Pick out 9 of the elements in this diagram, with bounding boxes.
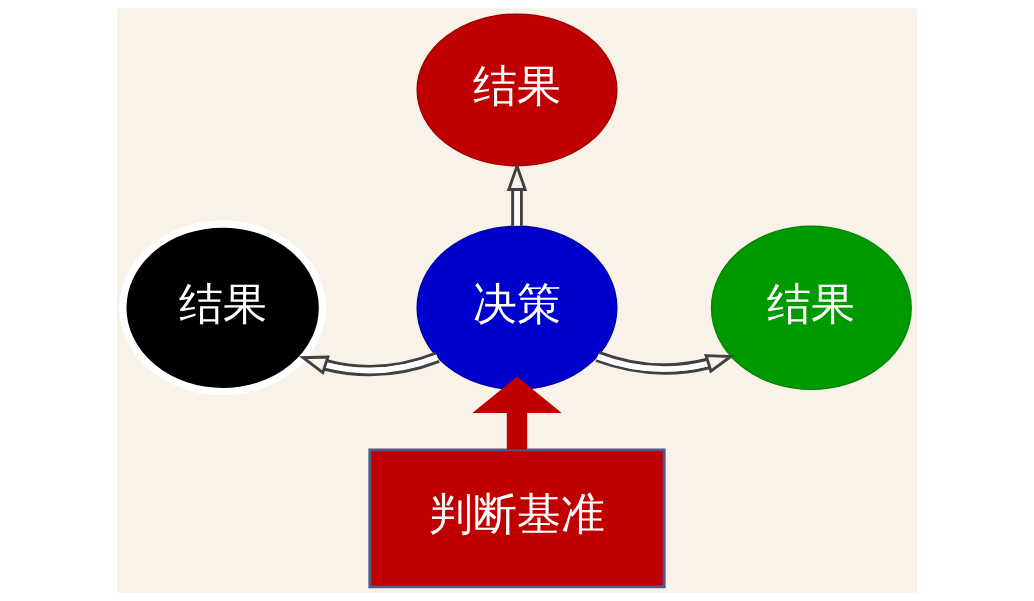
arrow bbox=[506, 161, 528, 226]
node-box: 判断基准 bbox=[368, 448, 666, 589]
arrow bbox=[472, 376, 562, 450]
node-ellipse: 结果 bbox=[416, 13, 618, 167]
arrow bbox=[298, 351, 440, 377]
node-ellipse: 结果 bbox=[710, 225, 912, 391]
node-ellipse: 结果 bbox=[119, 220, 327, 396]
node-ellipse: 决策 bbox=[416, 225, 618, 391]
arrow bbox=[595, 350, 735, 375]
